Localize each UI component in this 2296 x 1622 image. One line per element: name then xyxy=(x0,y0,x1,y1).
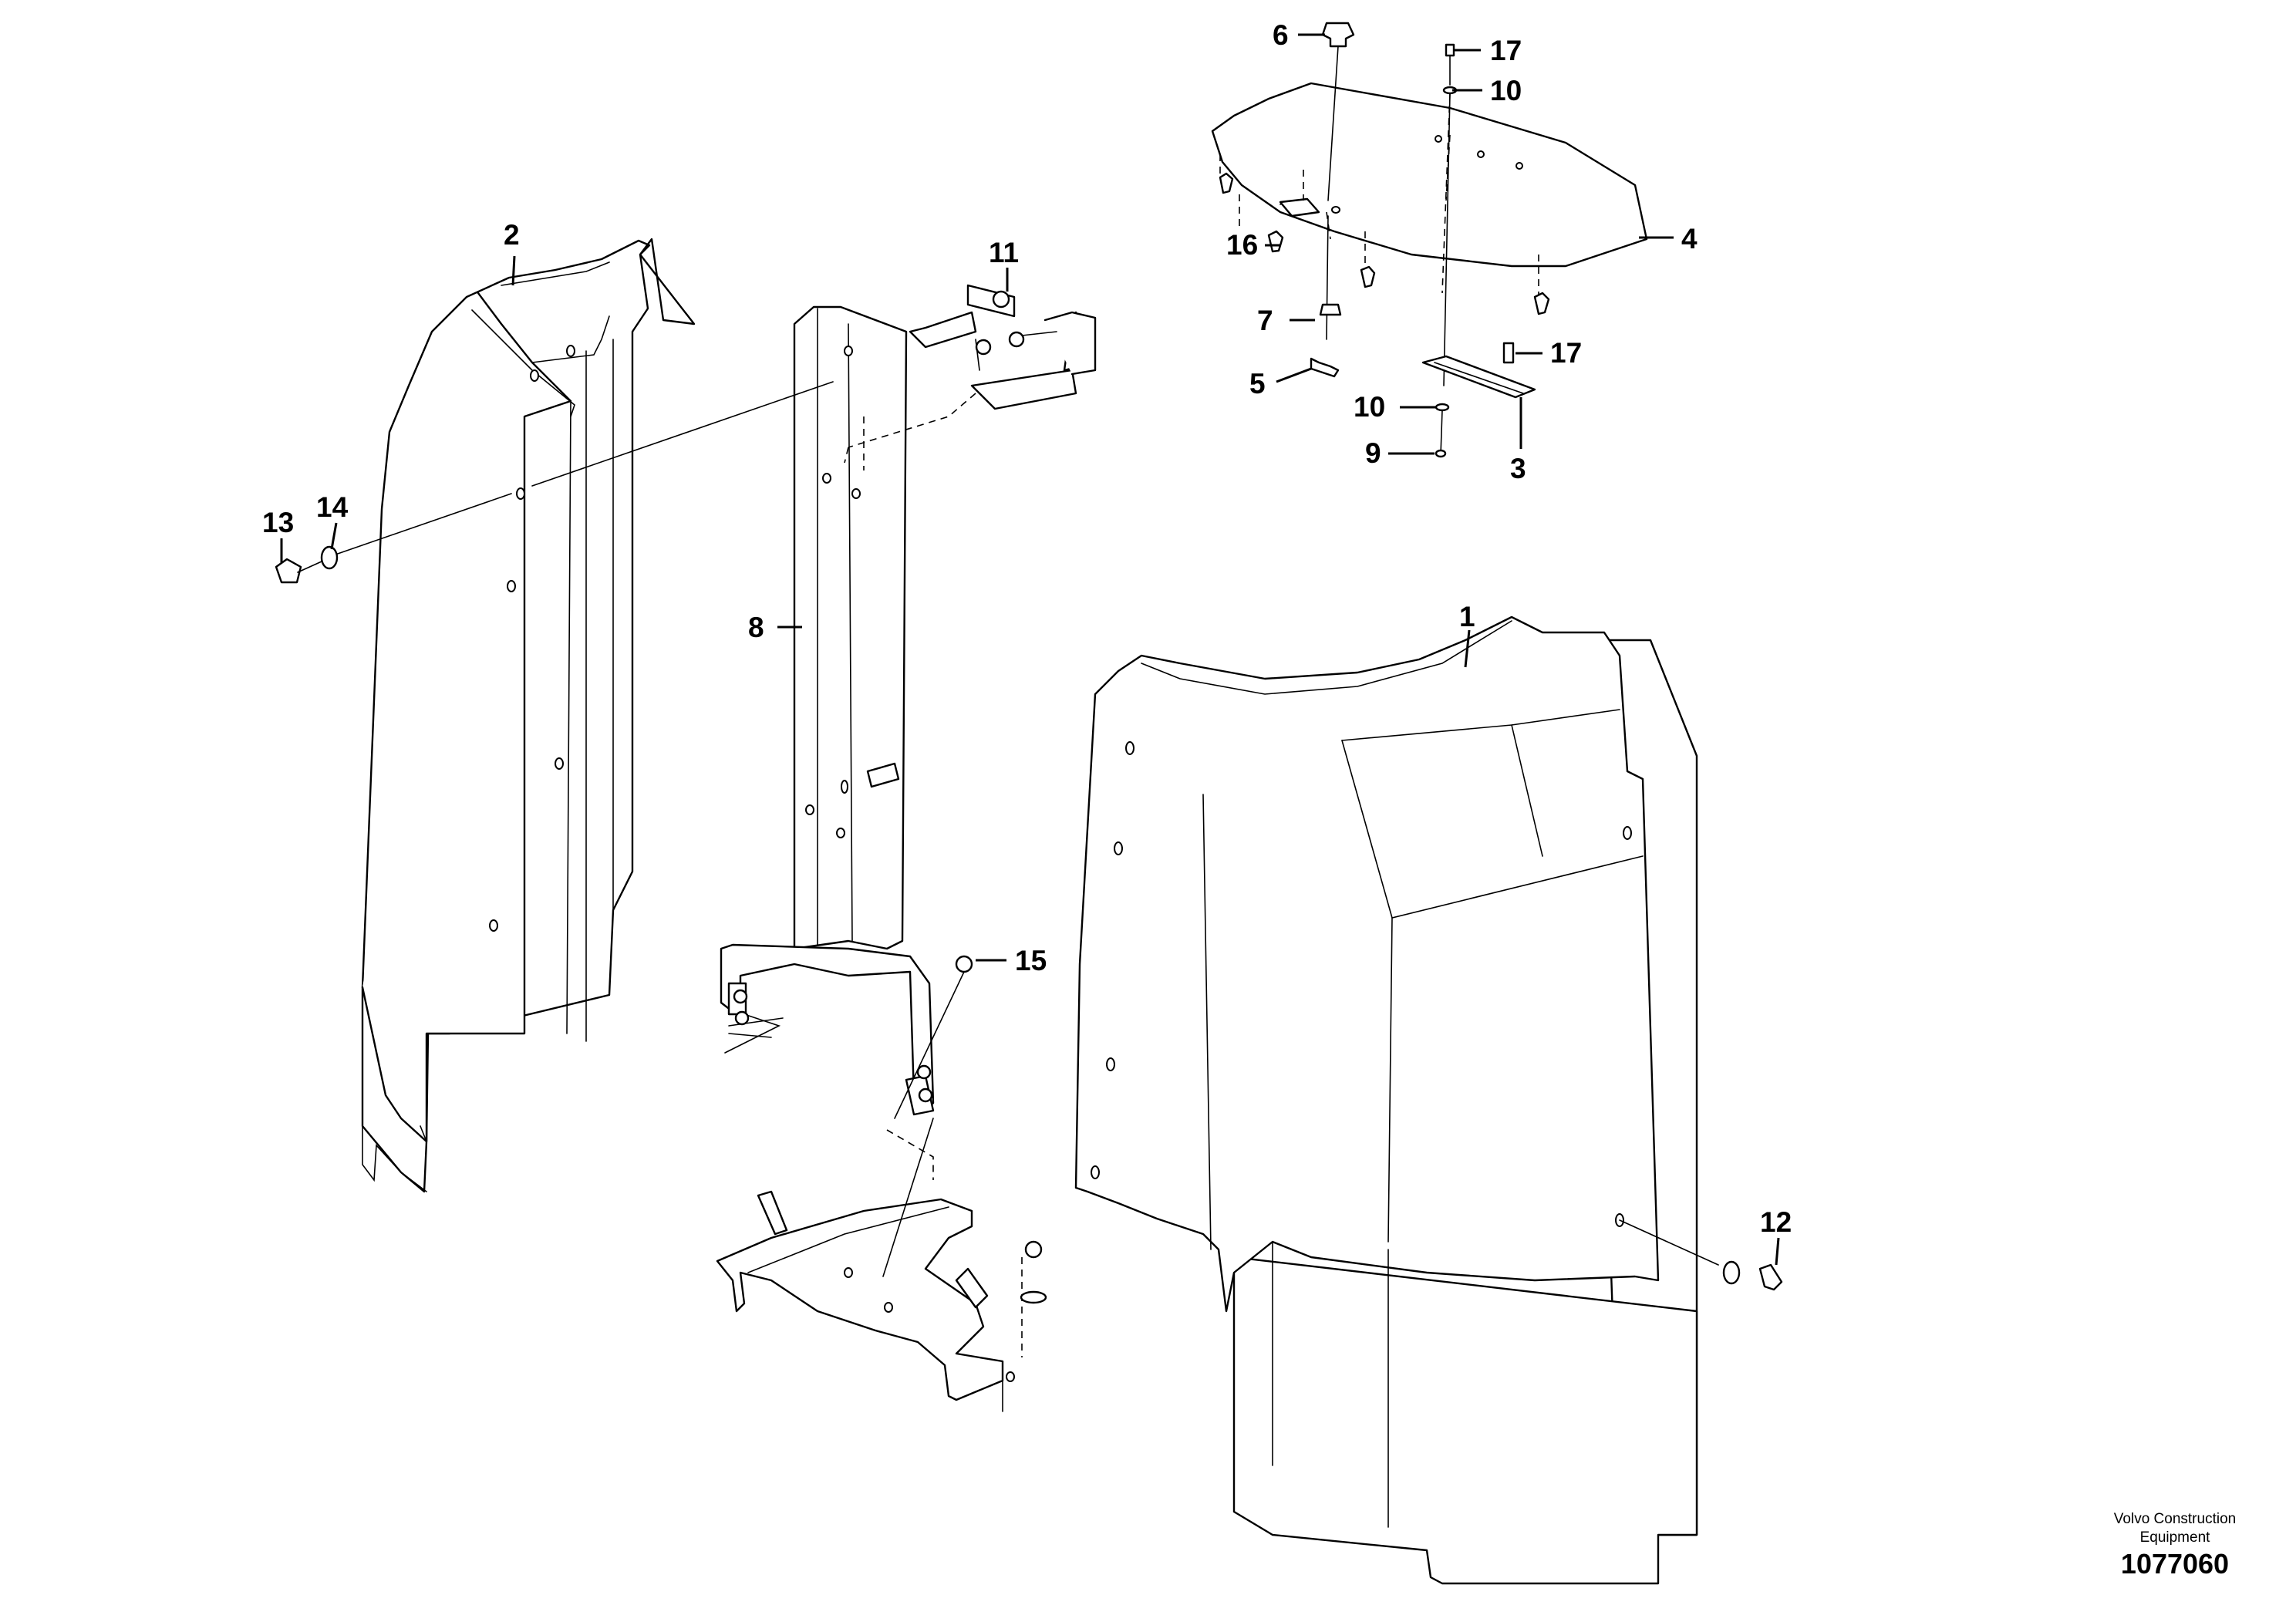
callout-1: 1 xyxy=(1459,601,1475,632)
callout-11: 11 xyxy=(989,237,1019,268)
callout-17-top: 17 xyxy=(1490,35,1522,66)
callout-2: 2 xyxy=(504,219,520,251)
brand-name-line1: Volvo Construction xyxy=(2113,1511,2237,1527)
callout-12: 12 xyxy=(1760,1206,1792,1238)
part-1-rear-cover xyxy=(1074,615,1783,1585)
base-plate xyxy=(716,1129,1047,1412)
callout-4: 4 xyxy=(1681,223,1698,255)
brand-name-line2: Equipment xyxy=(2139,1529,2210,1546)
brand-block: Volvo Construction Equipment 1077060 xyxy=(2082,1510,2267,1581)
leader-lines xyxy=(280,33,1780,1266)
part-4-roof-panel xyxy=(1211,22,1648,458)
callout-7: 7 xyxy=(1257,305,1273,336)
callout-10-top: 10 xyxy=(1490,75,1522,106)
fastener-13-14 xyxy=(275,381,973,1277)
callout-labels: 1 2 3 4 5 6 7 8 9 10 10 11 12 13 14 15 1… xyxy=(262,19,1792,1238)
callout-9: 9 xyxy=(1365,437,1381,469)
callout-17-lower: 17 xyxy=(1550,337,1582,369)
part-8-support-frame xyxy=(720,284,1097,1116)
callout-14: 14 xyxy=(316,491,349,523)
callout-8: 8 xyxy=(748,612,764,643)
callout-15: 15 xyxy=(1015,945,1047,976)
callout-13: 13 xyxy=(262,507,294,538)
callout-10-lower: 10 xyxy=(1354,391,1385,423)
callout-5: 5 xyxy=(1249,368,1266,400)
callout-16: 16 xyxy=(1226,229,1258,261)
callout-3: 3 xyxy=(1510,453,1526,484)
drawing-number: 1077060 xyxy=(2120,1548,2230,1580)
part-2-pillar-cover xyxy=(361,238,696,1193)
callout-6: 6 xyxy=(1273,19,1289,51)
